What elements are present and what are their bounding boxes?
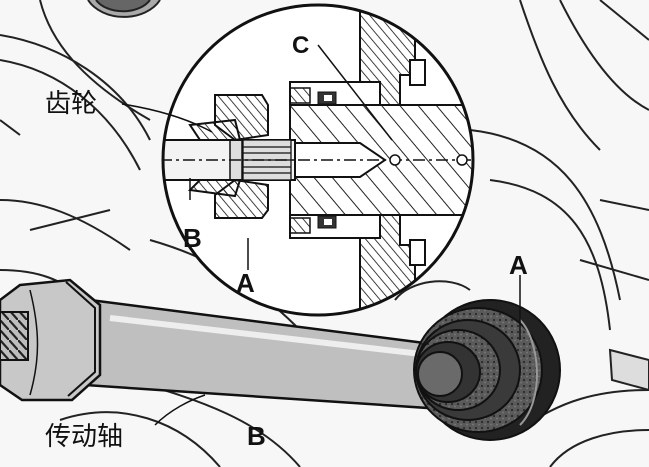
drive-shaft [0,278,442,410]
label-b-main: B [247,421,266,451]
label-drive-shaft: 传动轴 [45,422,123,452]
label-a-inset: A [236,268,255,298]
label-c-inset: C [292,32,309,59]
leader-lines [121,44,521,426]
cv-joint-boot [413,299,561,441]
label-a-main: A [509,250,528,280]
magnified-inset [161,3,475,317]
labels: C 齿轮 B A A B 传动轴 [45,32,528,452]
label-b-inset: B [183,223,202,253]
label-gear: 齿轮 [45,89,97,119]
